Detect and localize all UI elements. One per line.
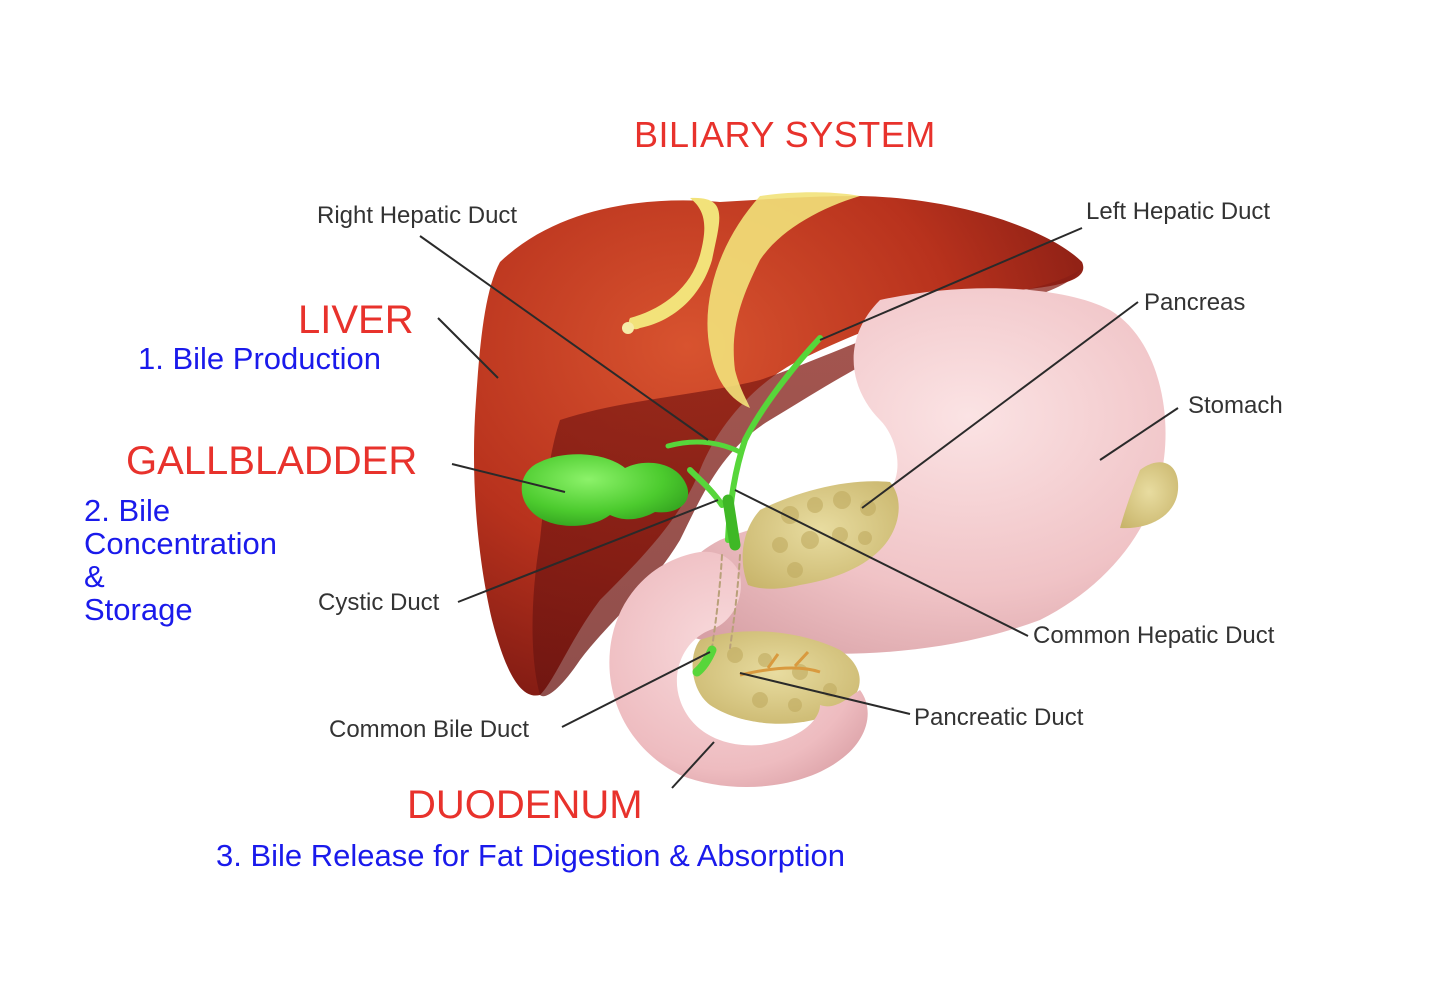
gallbladder-function-line: Storage bbox=[84, 592, 193, 627]
gallbladder-shape bbox=[521, 454, 689, 526]
left-hepatic-duct-label: Left Hepatic Duct bbox=[1086, 198, 1271, 225]
bile-ducts bbox=[665, 335, 823, 677]
gallbladder-label: GALLBLADDER bbox=[126, 439, 418, 483]
duodenum-shape bbox=[609, 551, 868, 787]
liver-label: LIVER bbox=[298, 298, 414, 342]
gallbladder-function-line: & bbox=[84, 559, 105, 594]
gallbladder-function: 2. Bile Concentration & Storage bbox=[84, 494, 277, 626]
pancreatic-duct bbox=[739, 650, 821, 677]
leader-lines bbox=[419, 227, 1179, 789]
gallbladder-function-line: Concentration bbox=[84, 526, 278, 561]
common-hepatic-duct-label: Common Hepatic Duct bbox=[1033, 622, 1275, 649]
duodenum-function: 3. Bile Release for Fat Digestion & Abso… bbox=[216, 838, 845, 873]
common-bile-duct-label: Common Bile Duct bbox=[329, 716, 530, 743]
diagram-title: BILIARY SYSTEM bbox=[634, 114, 936, 155]
gallbladder-function-line: 2. Bile bbox=[84, 493, 171, 528]
pancreas-label: Pancreas bbox=[1144, 289, 1246, 316]
pancreas-tail bbox=[1120, 462, 1179, 529]
stomach-label: Stomach bbox=[1188, 392, 1283, 419]
liver-function: 1. Bile Production bbox=[138, 341, 381, 376]
falciform-ligament bbox=[622, 192, 860, 408]
duodenum-label: DUODENUM bbox=[407, 783, 643, 827]
pancreatic-duct-label: Pancreatic Duct bbox=[914, 704, 1084, 731]
right-hepatic-duct-label: Right Hepatic Duct bbox=[317, 202, 518, 229]
cystic-duct-label: Cystic Duct bbox=[318, 589, 440, 616]
pancreas-shape bbox=[692, 481, 899, 724]
